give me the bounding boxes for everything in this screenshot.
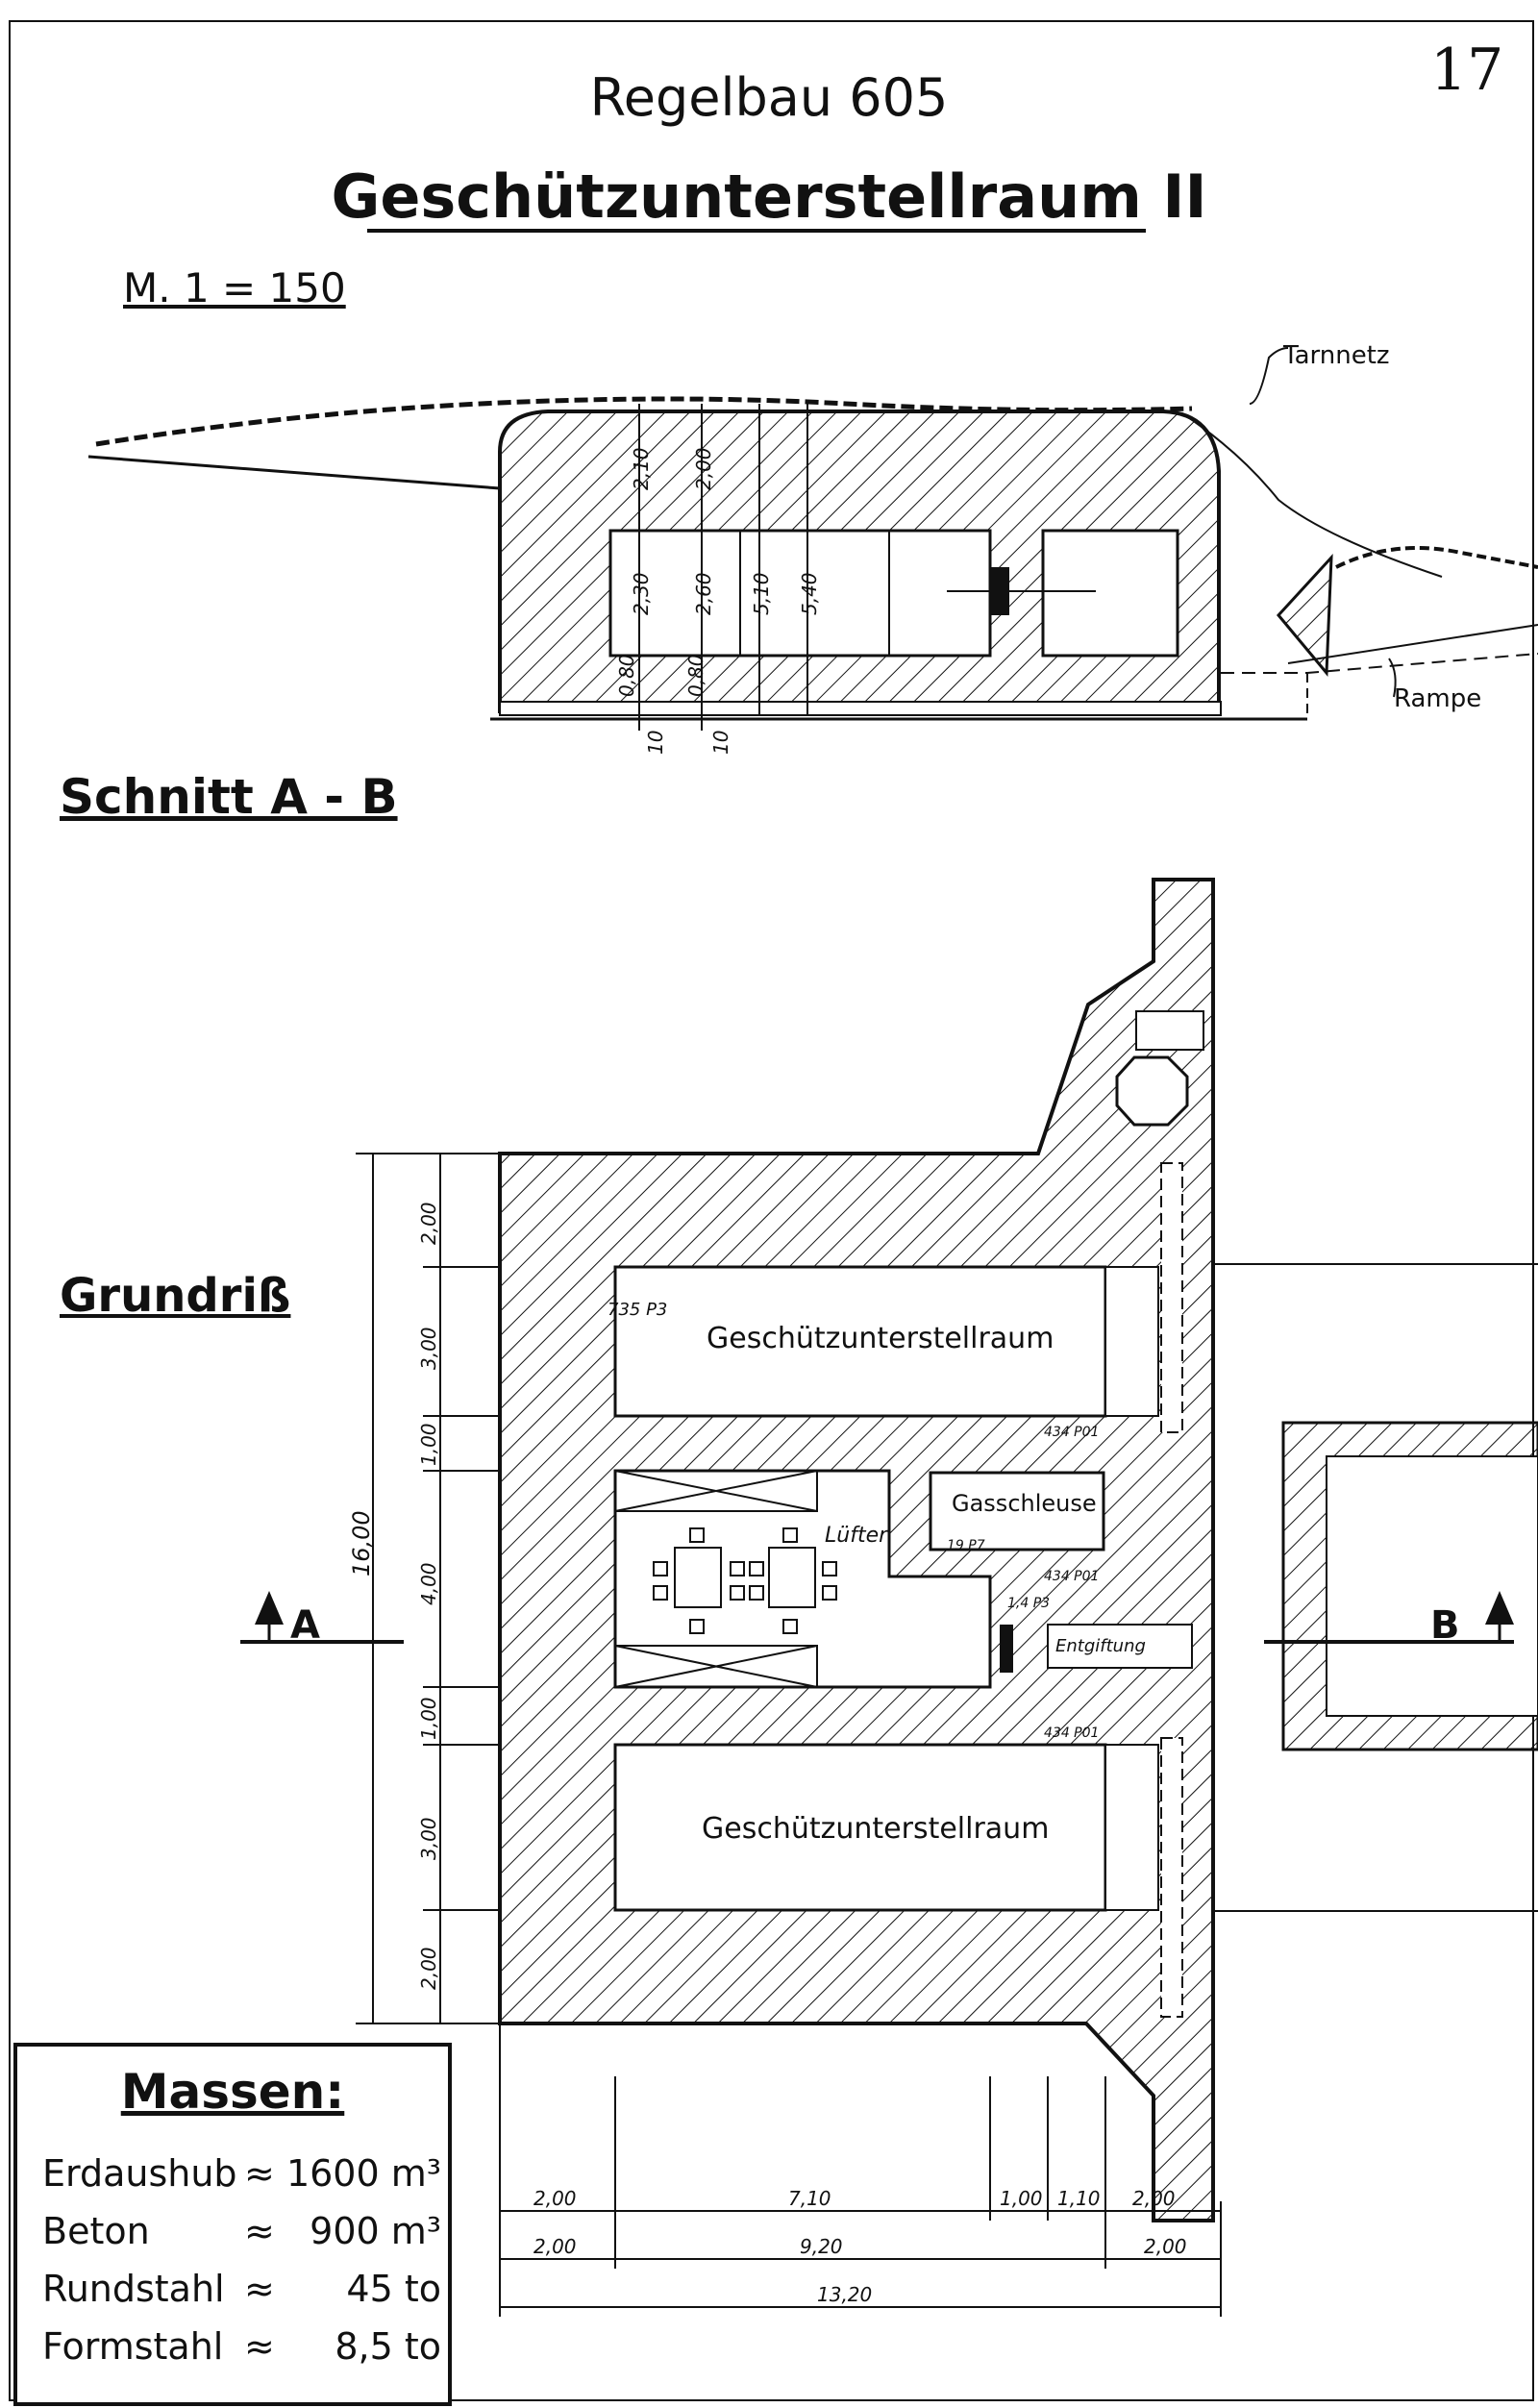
small-label: 434 P01	[1044, 1569, 1100, 1584]
section-dim: 10	[709, 730, 732, 755]
small-label: 735 P3	[608, 1300, 668, 1320]
vertical-dim: 2,00	[417, 1947, 440, 1990]
ramp-label: Rampe	[1394, 684, 1482, 713]
horizontal-dim: 1,00	[1000, 2187, 1043, 2210]
vertical-dim: 1,00	[417, 1423, 440, 1466]
small-label: 1,4 P3	[1007, 1596, 1051, 1611]
horizontal-dim: 2,00	[533, 2187, 577, 2210]
horizontal-dim: 1,10	[1057, 2187, 1101, 2210]
horizontal-dim: 9,20	[800, 2235, 843, 2258]
section-dim: 2,00	[692, 447, 715, 490]
section-dim: 0,80	[615, 654, 638, 697]
section-mark-b: B	[1430, 1603, 1460, 1648]
section-dim: 5,40	[798, 572, 821, 615]
small-label: 434 P01	[1044, 1725, 1100, 1741]
mass-label: Erdaushub	[42, 2152, 237, 2195]
vertical-dim: 4,00	[417, 1562, 440, 1605]
masses-box: Massen: Erdaushub ≈ 1600 m³ Beton ≈ 900 …	[13, 2043, 452, 2406]
vertical-dim: 3,00	[417, 1327, 440, 1370]
plan-drawing	[240, 878, 1538, 2317]
room-label-gun-top: Geschützunterstellraum	[707, 1322, 1054, 1355]
mass-value: 1600 m³	[285, 2152, 441, 2195]
vertical-dim: 2,00	[417, 1202, 440, 1245]
mass-approx: ≈	[244, 2210, 275, 2252]
room-label-ventilator: Lüfter	[825, 1524, 888, 1548]
section-dim: 0,80	[684, 654, 707, 697]
room-label-gas-lock: Gasschleuse	[952, 1490, 1097, 1517]
vertical-dim: 3,00	[417, 1817, 440, 1860]
section-dim: 10	[644, 730, 667, 755]
small-label: 19 P7	[947, 1538, 985, 1553]
mass-approx: ≈	[244, 2268, 275, 2310]
page-number: 17	[1430, 37, 1504, 104]
room-label-gun-bottom: Geschützunterstellraum	[702, 1812, 1050, 1846]
mass-approx: ≈	[244, 2152, 275, 2195]
subtitle-underline	[367, 229, 1146, 233]
room-label-vent: Entgiftung	[1055, 1636, 1146, 1656]
mass-value: 900 m³	[310, 2210, 441, 2252]
horizontal-dim: 2,00	[1132, 2187, 1176, 2210]
section-dim: 2,60	[692, 572, 715, 615]
horizontal-dim: 2,00	[1144, 2235, 1187, 2258]
vertical-dim-total: 16,00	[348, 1510, 375, 1576]
mass-value: 45 to	[346, 2268, 441, 2310]
camouflage-net-label: Tarnnetz	[1283, 341, 1390, 370]
section-dim: 2,10	[630, 447, 653, 490]
section-mark-a: A	[290, 1603, 320, 1648]
vertical-dim: 1,00	[417, 1697, 440, 1740]
plan-label: Grundriß	[60, 1269, 291, 1323]
section-label: Schnitt A - B	[60, 769, 398, 825]
section-dim: 5,10	[750, 572, 773, 615]
section-dim: 2,30	[630, 572, 653, 615]
mass-value: 8,5 to	[335, 2325, 441, 2368]
mass-label: Rundstahl	[42, 2268, 225, 2310]
subtitle: Geschützunterstellraum II	[331, 161, 1207, 232]
mass-label: Formstahl	[42, 2325, 224, 2368]
mass-label: Beton	[42, 2210, 150, 2252]
title: Regelbau 605	[589, 67, 949, 128]
scale-label: M. 1 = 150	[123, 264, 346, 311]
horizontal-dim: 7,10	[788, 2187, 831, 2210]
mass-approx: ≈	[244, 2325, 275, 2368]
horizontal-dim-total: 13,20	[817, 2283, 873, 2306]
small-label: 434 P01	[1044, 1425, 1100, 1440]
masses-title: Massen:	[120, 2064, 345, 2120]
section-drawing	[87, 347, 1538, 731]
horizontal-dim: 2,00	[533, 2235, 577, 2258]
